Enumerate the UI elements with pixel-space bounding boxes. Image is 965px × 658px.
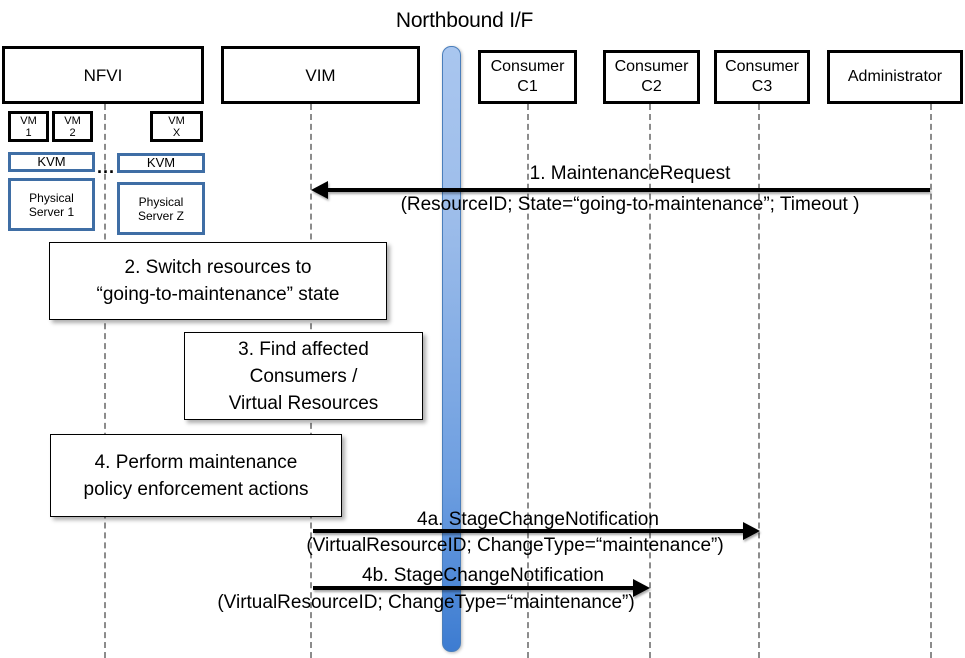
message-4a-arrowhead: [743, 522, 760, 540]
lifeline-nfvi: [104, 104, 106, 658]
page-title-text: Northbound I/F: [395, 9, 534, 32]
participant-consumer-c2[interactable]: Consumer C2: [603, 50, 700, 104]
kvm-1-label: KVM: [37, 154, 66, 169]
message-4a-label-line2: (VirtualResourceID; ChangeType=“maintena…: [265, 533, 765, 558]
process-box-step-4-label: 4. Perform maintenance policy enforcemen…: [83, 451, 309, 500]
process-box-step-2[interactable]: 2. Switch resources to “going-to-mainten…: [49, 242, 387, 320]
message-4a-line: [313, 529, 745, 533]
process-box-step-2-label: 2. Switch resources to “going-to-mainten…: [96, 257, 340, 305]
kvm-1-box[interactable]: KVM: [8, 152, 95, 172]
message-4a-label-line1: 4a. StageChangeNotification: [313, 507, 763, 532]
message-4b-line: [313, 586, 635, 590]
participant-administrator-label: Administrator: [847, 68, 943, 85]
kvm-2-box[interactable]: KVM: [117, 153, 205, 173]
participant-consumer-c1[interactable]: Consumer C1: [478, 50, 577, 104]
infra-ellipsis: ...: [97, 158, 115, 176]
participant-vim[interactable]: VIM: [221, 46, 420, 104]
vm-1-label: VM 1: [20, 114, 37, 139]
infra-ellipsis-text: ...: [97, 157, 116, 177]
vm-2-box[interactable]: VM 2: [52, 111, 93, 142]
physical-server-1-label: Physical Server 1: [28, 190, 75, 219]
physical-server-1-box[interactable]: Physical Server 1: [8, 178, 95, 231]
message-1-label-line1: 1. MaintenanceRequest: [320, 161, 940, 186]
vm-x-label: VM X: [168, 114, 185, 139]
participant-consumer-c3[interactable]: Consumer C3: [714, 50, 810, 104]
lifeline-admin: [930, 104, 932, 658]
process-box-step-3-label: 3. Find affected Consumers / Virtual Res…: [228, 338, 379, 414]
participant-consumer-c1-label: Consumer C1: [490, 58, 565, 95]
vm-2-label: VM 2: [64, 114, 81, 139]
participant-consumer-c3-label: Consumer C3: [725, 58, 799, 95]
process-box-step-4[interactable]: 4. Perform maintenance policy enforcemen…: [50, 434, 342, 517]
participant-nfvi-label: NFVI: [83, 65, 123, 85]
physical-server-z-label: Physical Server Z: [137, 194, 184, 223]
participant-administrator[interactable]: Administrator: [827, 50, 963, 104]
vm-1-box[interactable]: VM 1: [8, 111, 49, 142]
message-4b-label-line1: 4b. StageChangeNotification: [313, 563, 653, 588]
message-1-params: (ResourceID; State=“going-to-maintenance…: [400, 194, 860, 215]
message-4b-arrowhead: [633, 579, 650, 597]
participant-vim-label: VIM: [305, 65, 336, 85]
lifeline-c3: [758, 104, 760, 658]
vm-x-box[interactable]: VM X: [150, 111, 203, 142]
kvm-2-label: KVM: [146, 155, 176, 170]
message-1-name: 1. MaintenanceRequest: [529, 163, 731, 184]
participant-consumer-c2-label: Consumer C2: [614, 58, 689, 95]
participant-nfvi[interactable]: NFVI: [2, 46, 204, 104]
message-4b-params: (VirtualResourceID; ChangeType=“maintena…: [217, 592, 635, 613]
lifeline-c2: [649, 104, 651, 658]
message-1-arrowhead: [311, 181, 328, 199]
process-box-step-3[interactable]: 3. Find affected Consumers / Virtual Res…: [184, 332, 423, 420]
message-4a-name: 4a. StageChangeNotification: [417, 509, 659, 530]
northbound-if-bar: [442, 46, 461, 652]
message-4a-params: (VirtualResourceID; ChangeType=“maintena…: [306, 535, 724, 556]
page-title: Northbound I/F: [0, 8, 965, 34]
lifeline-c1: [527, 104, 529, 658]
physical-server-z-box[interactable]: Physical Server Z: [117, 182, 205, 235]
message-4b-name: 4b. StageChangeNotification: [362, 565, 604, 586]
message-1-line: [328, 188, 930, 192]
message-4b-label-line2: (VirtualResourceID; ChangeType=“maintena…: [176, 590, 676, 615]
message-1-label-line2: (ResourceID; State=“going-to-maintenance…: [320, 192, 940, 217]
